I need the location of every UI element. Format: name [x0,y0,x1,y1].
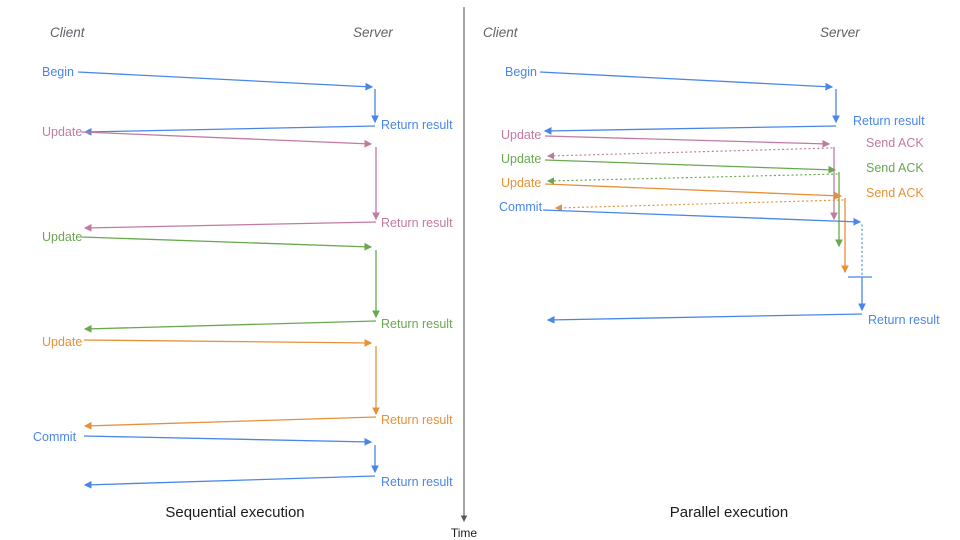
update1-response-arrow [83,221,377,232]
sequential-diagram: Client Server Begin Return result Update… [33,25,453,521]
begin-response-arrow [83,125,376,136]
begin-response-label: Return result [381,118,453,132]
update2-request-arrow [544,159,837,174]
update2-label: Update [42,230,82,244]
begin-request-arrow [539,71,834,91]
begin-label: Begin [505,65,537,79]
parallel-diagram: Client Server Begin Return result Update… [483,25,940,521]
update2-request-arrow [81,236,373,251]
update3-label: Update [501,176,541,190]
commit-response-label: Return result [868,313,940,327]
update2-label: Update [501,152,541,166]
begin-label: Begin [42,65,74,79]
time-axis-label: Time [451,526,478,540]
update3-response-arrow [83,416,377,430]
sequential-title: Sequential execution [165,504,304,521]
update2-response-label: Return result [381,317,453,331]
update1-response-label: Return result [381,216,453,230]
update2-ack-dotted-arrow [546,173,838,185]
server-column-header: Server [353,25,393,40]
client-column-header: Client [483,25,519,40]
update1-ack-label: Send ACK [866,136,924,150]
commit-response-arrow [83,475,376,489]
time-axis: Time [451,7,478,540]
update3-label: Update [42,335,82,349]
update2-response-arrow [83,320,377,333]
commit-response-arrow [546,313,863,324]
commit-label: Commit [499,200,543,214]
update1-ack-dotted-arrow [546,147,833,160]
update1-request-arrow [81,131,373,148]
begin-response-label: Return result [853,114,925,128]
update3-ack-dotted-arrow [554,199,844,212]
update3-ack-label: Send ACK [866,186,924,200]
update2-ack-label: Send ACK [866,161,924,175]
commit-response-label: Return result [381,475,453,489]
server-column-header: Server [820,25,860,40]
begin-response-arrow [543,125,837,135]
update1-request-arrow [544,135,831,148]
update3-request-arrow [83,339,373,347]
commit-request-arrow [542,209,862,226]
update3-response-label: Return result [381,413,453,427]
parallel-title: Parallel execution [670,504,788,521]
client-column-header: Client [50,25,86,40]
update1-label: Update [42,125,82,139]
update1-label: Update [501,128,541,142]
commit-request-arrow [83,435,373,446]
begin-request-arrow [77,71,374,91]
commit-label: Commit [33,430,77,444]
update3-request-arrow [544,183,843,200]
